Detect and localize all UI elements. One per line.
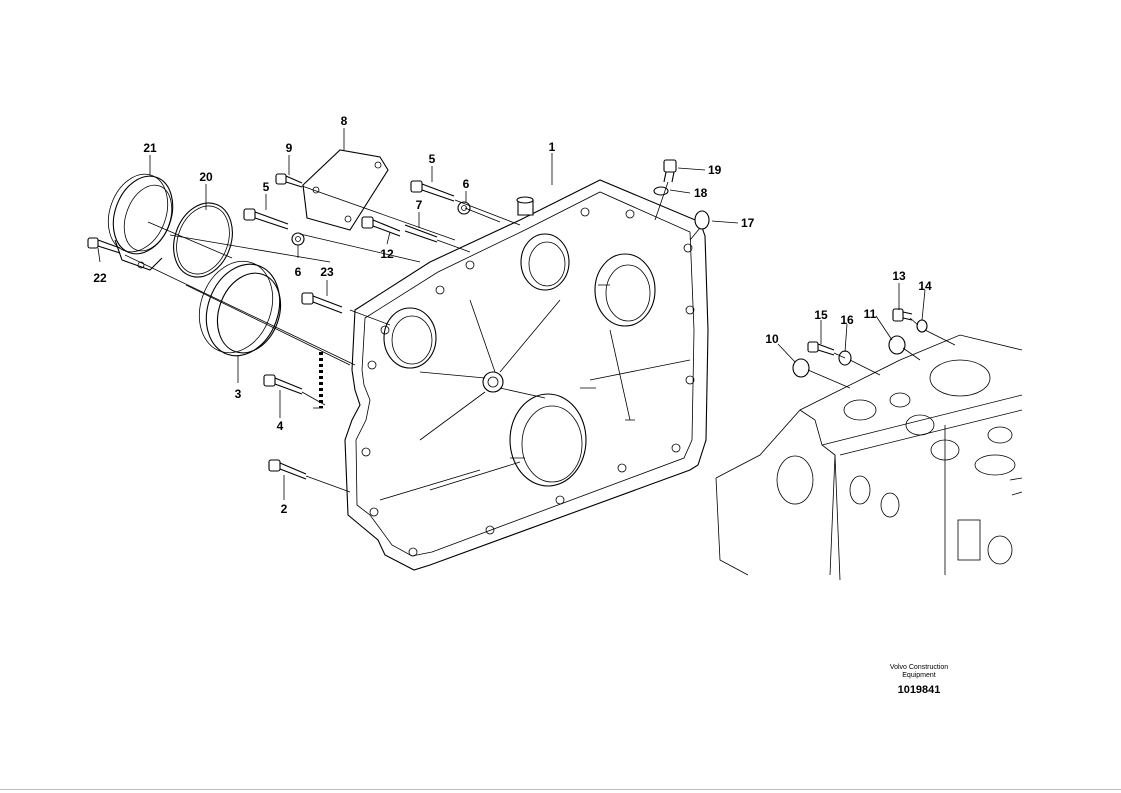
callout-12: 12 (380, 247, 394, 261)
seal-housing (107, 173, 174, 271)
washer-18 (653, 186, 669, 196)
callout-1: 1 (549, 140, 556, 154)
o-ring (173, 202, 233, 278)
stud-7 (404, 224, 438, 243)
callout-21: 21 (143, 141, 157, 155)
callout-3: 3 (235, 387, 242, 401)
screw-5-left (243, 208, 289, 230)
callout-13: 13 (892, 269, 906, 283)
callout-5-right: 5 (429, 152, 436, 166)
plug-17 (694, 210, 710, 230)
callout-18: 18 (694, 186, 708, 200)
callout-14: 14 (918, 279, 932, 293)
bottom-divider (0, 789, 1121, 790)
timing-gear-cover (344, 179, 709, 571)
callout-7: 7 (416, 198, 423, 212)
callout-4: 4 (277, 419, 284, 433)
callout-2: 2 (281, 502, 288, 516)
callout-8: 8 (341, 114, 348, 128)
plug-10 (792, 358, 810, 378)
plug-11 (888, 335, 906, 355)
callout-22: 22 (93, 271, 107, 285)
cover-plate (302, 149, 389, 231)
plug-19 (663, 159, 677, 183)
callout-9: 9 (286, 141, 293, 155)
drawing-number: 1019841 (897, 684, 941, 696)
callout-6-right: 6 (463, 177, 470, 191)
engine-block-partial (715, 334, 1023, 581)
leader-lines (97, 128, 926, 500)
screw-4 (263, 374, 303, 395)
maker-line-1: Volvo Construction (889, 664, 949, 671)
callout-20: 20 (199, 170, 213, 184)
screw-23 (301, 292, 343, 314)
screw-12 (361, 216, 401, 237)
maker-line-2: Equipment (902, 672, 936, 679)
callout-5-left: 5 (263, 180, 270, 194)
callout-6-left: 6 (295, 265, 302, 279)
screw-9 (275, 173, 303, 188)
callout-16: 16 (840, 313, 854, 327)
sealing-ring (198, 260, 282, 357)
plug-15 (807, 341, 835, 356)
plug-13 (892, 308, 913, 322)
callout-15: 15 (814, 308, 828, 322)
washer-6-right (457, 201, 471, 215)
callout-17: 17 (741, 216, 755, 230)
screw-22 (87, 237, 121, 254)
alignment-lines (124, 181, 956, 493)
drawing-footer: Volvo Construction Equipment 1019841 (860, 664, 978, 696)
callout-10: 10 (765, 332, 779, 346)
callout-23: 23 (320, 265, 334, 279)
screw-5-right (410, 180, 455, 202)
callout-11: 11 (864, 307, 877, 321)
screw-2 (268, 459, 307, 480)
callout-19: 19 (708, 163, 722, 177)
